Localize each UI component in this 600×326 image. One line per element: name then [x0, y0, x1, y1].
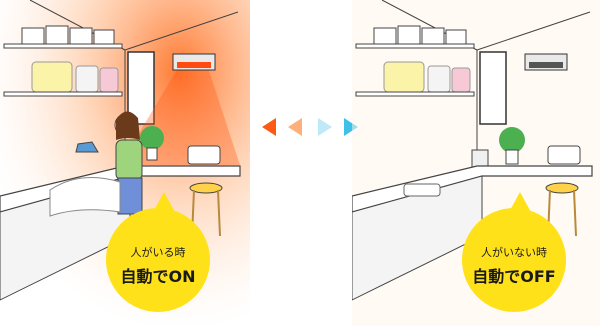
caption-line1: 人がいない時	[462, 244, 566, 260]
sewing-machine	[188, 146, 220, 164]
plant	[140, 126, 164, 150]
arrow-left-light-icon	[288, 118, 302, 136]
folded-towel	[404, 184, 440, 196]
plant	[499, 127, 525, 153]
towels-yellow	[384, 62, 424, 92]
towels-yellow	[32, 62, 72, 92]
caption-line2: 自動でON	[106, 263, 210, 287]
heater-vent-lit	[177, 62, 211, 68]
middle-shelf	[4, 92, 122, 96]
upper-shelf	[4, 44, 122, 48]
caption-bubble-on: 人がいる時 自動でON	[106, 208, 210, 312]
scene-person-absent: 人がいない時 自動でOFF	[352, 0, 600, 326]
window	[480, 52, 506, 124]
heater-vent-off	[529, 62, 563, 68]
person-skirt	[118, 178, 142, 214]
caption-line2: 自動でOFF	[462, 263, 566, 287]
caption-line1: 人がいる時	[106, 244, 210, 260]
caption-bubble-off: 人がいない時 自動でOFF	[462, 208, 566, 312]
arrow-left-dark-icon	[262, 118, 276, 136]
sewing-machine	[548, 146, 580, 164]
middle-shelf	[356, 92, 474, 96]
person-shirt	[116, 140, 142, 180]
upper-shelf	[356, 44, 474, 48]
scene-person-present: 人がいる時 自動でON	[0, 0, 250, 326]
arrow-right-light-icon	[318, 118, 332, 136]
